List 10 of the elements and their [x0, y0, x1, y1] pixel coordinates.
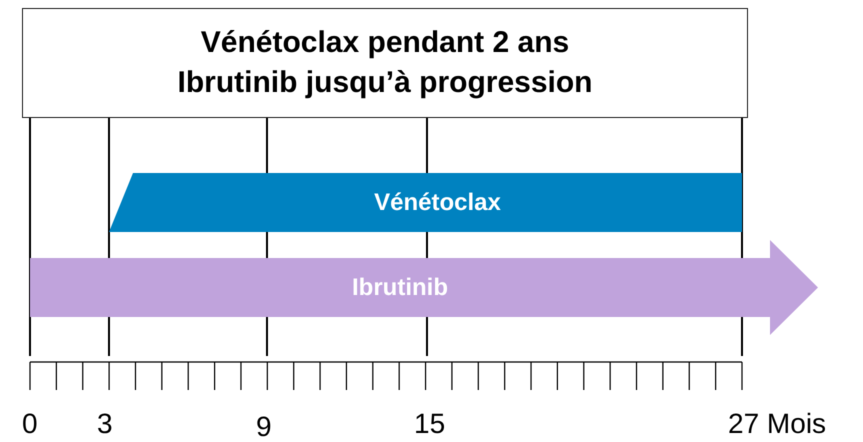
title-text: Vénétoclax pendant 2 ans — [200, 25, 570, 61]
title-text: Ibrutinib jusqu’à progression — [177, 65, 593, 101]
axis-tick-label: 27 Mois — [728, 410, 826, 438]
bar-label: Vénétoclax — [374, 188, 501, 216]
axis-tick-label: 15 — [414, 410, 446, 438]
axis-tick-label: 0 — [22, 410, 38, 438]
title-box — [22, 8, 748, 118]
axis-tick-label: 3 — [97, 410, 113, 438]
axis-tick-label: 9 — [256, 413, 272, 441]
bar-label: Ibrutinib — [352, 274, 448, 302]
